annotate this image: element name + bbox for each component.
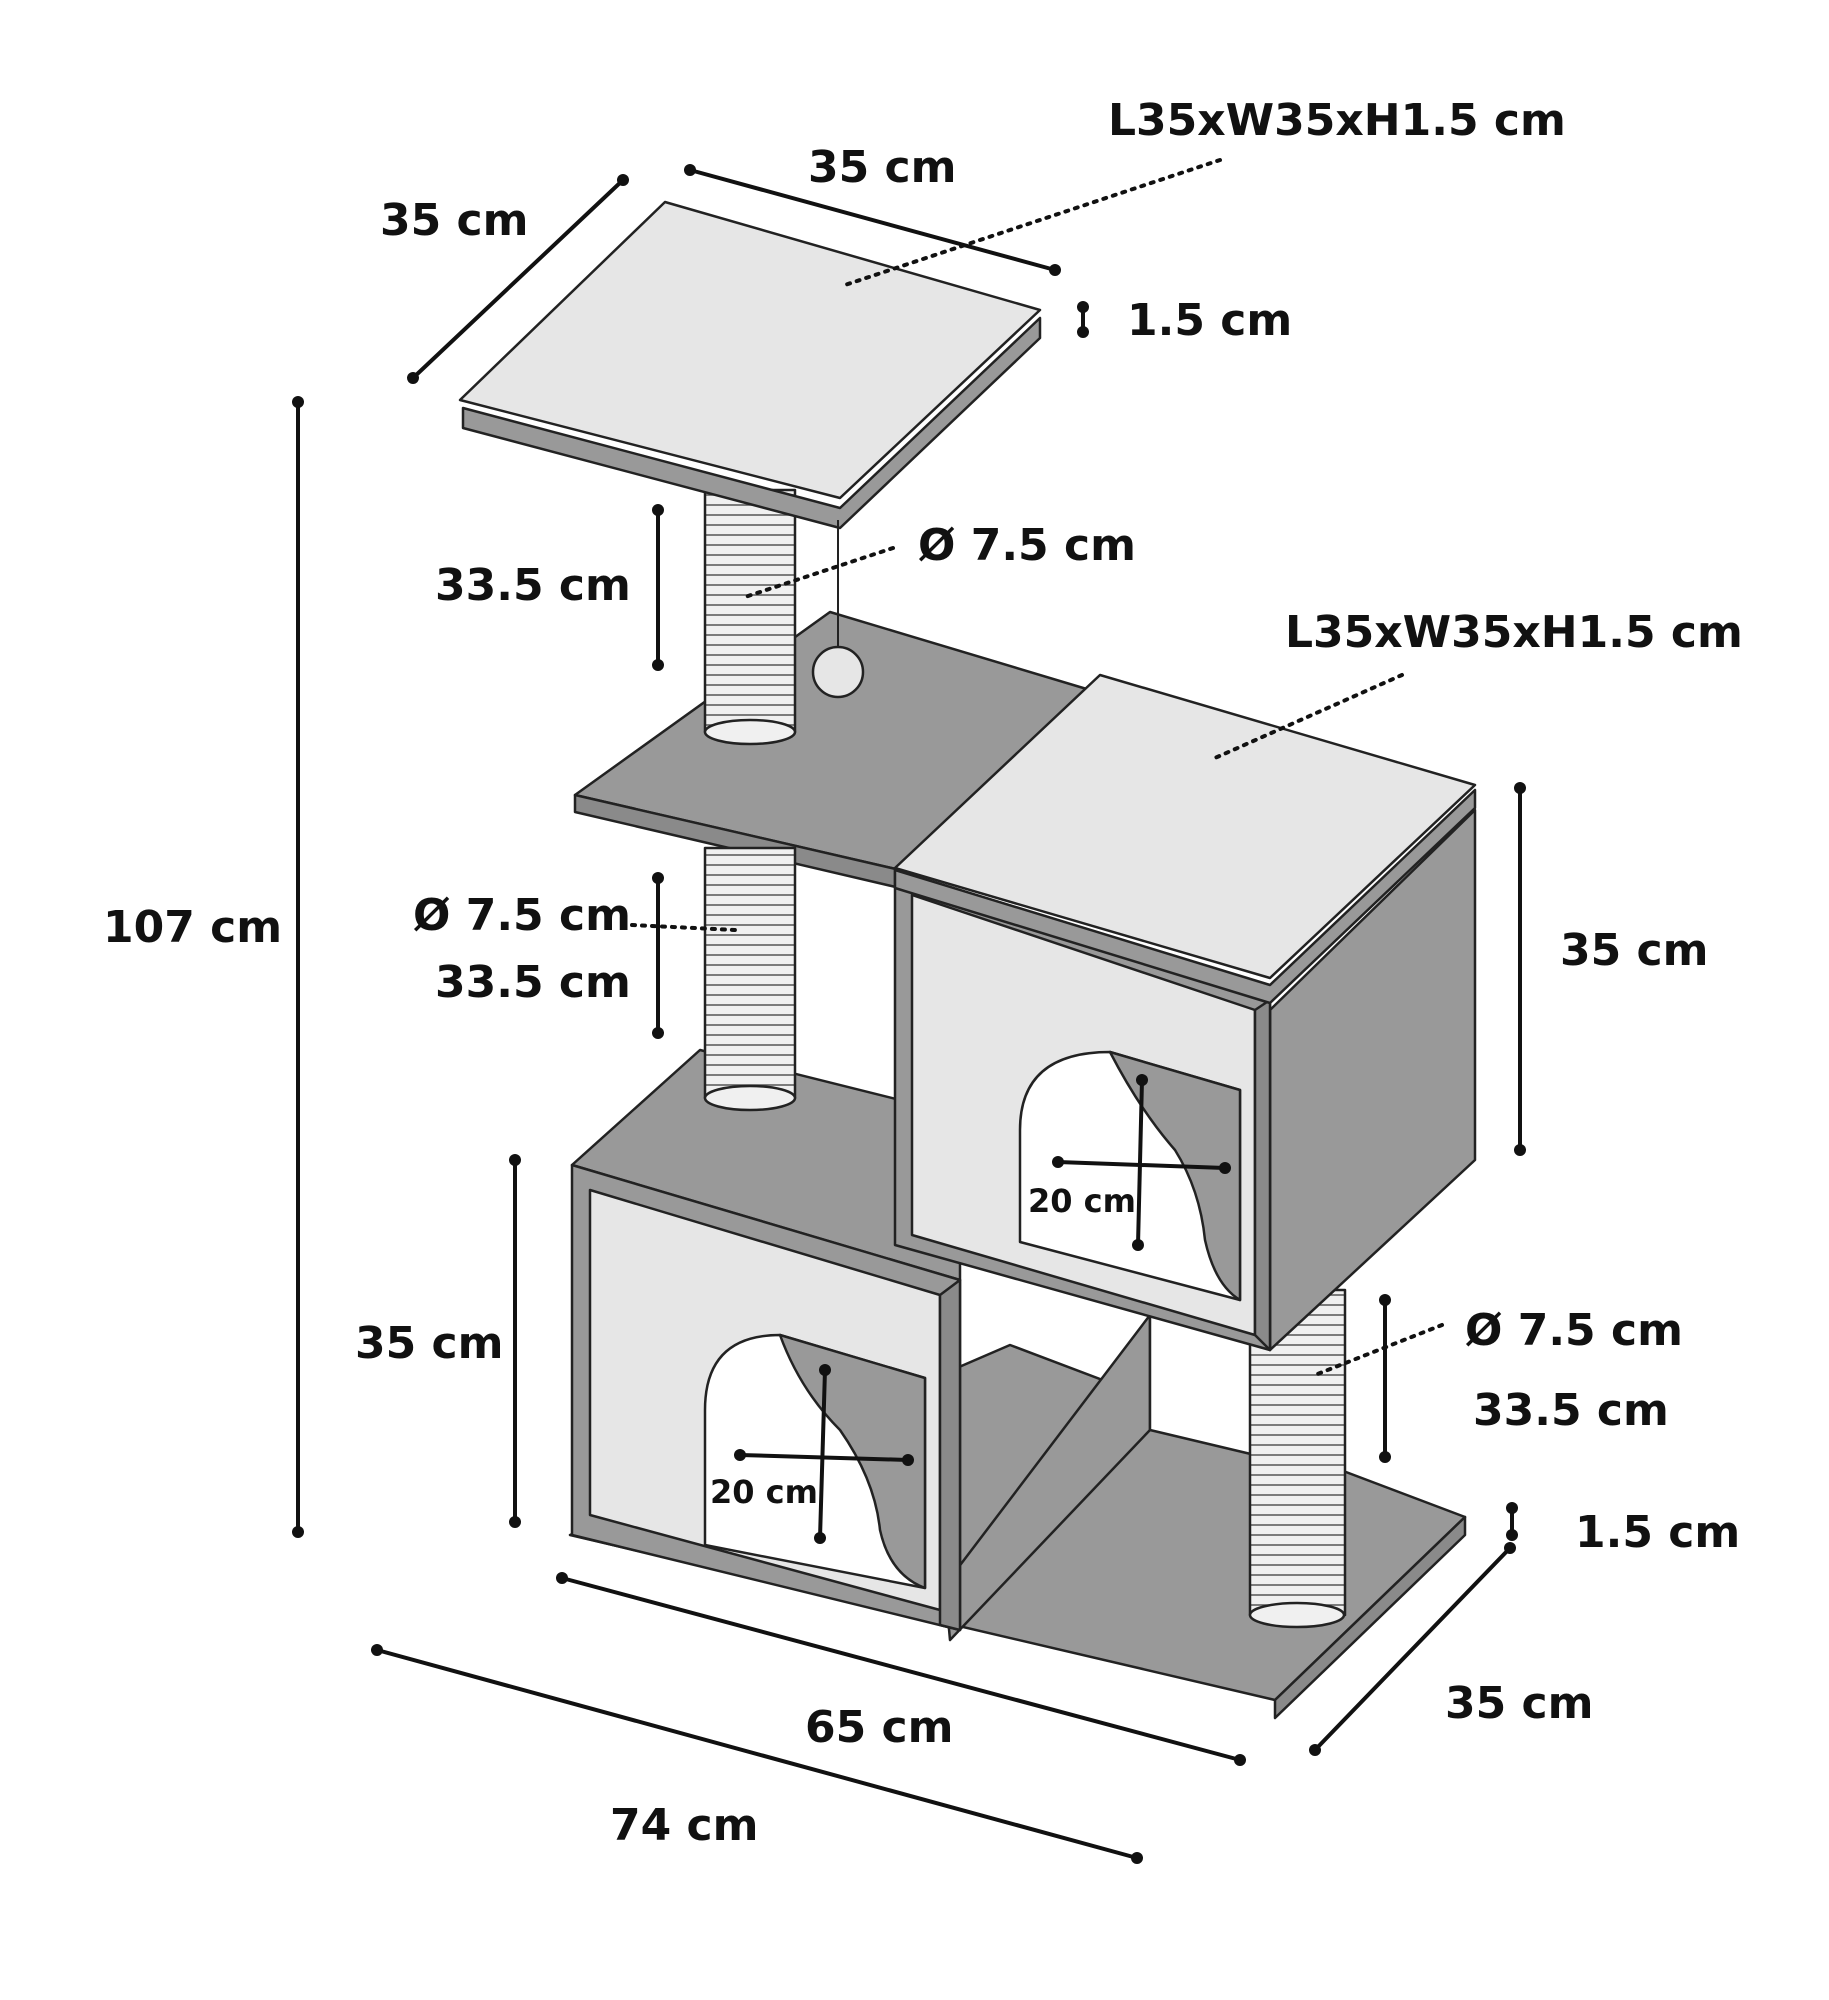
- left-box-height-label: 35 cm: [355, 1318, 503, 1369]
- dim-upper-post-height: [652, 504, 664, 671]
- hanging-toy: [811, 520, 865, 699]
- top-platform: [458, 200, 1042, 530]
- right-box-front-edge: [1253, 998, 1272, 1352]
- right-box-height-label: 35 cm: [1560, 925, 1708, 976]
- dim-top-width: [684, 164, 1061, 276]
- dim-base-thickness: [1506, 1502, 1518, 1541]
- top-platform-depth-label: 35 cm: [380, 195, 528, 246]
- leader-upper-post: [740, 546, 895, 600]
- top-platform-spec-label: L35xW35xH1.5 cm: [1108, 95, 1566, 146]
- upper-post-foot: [703, 718, 797, 746]
- total-height-label: 107 cm: [103, 902, 282, 953]
- dim-left-box-height: [509, 1154, 521, 1528]
- middle-post-body: [703, 846, 797, 1100]
- base-width-inner-label: 65 cm: [805, 1702, 953, 1753]
- middle-post-height-label: 33.5 cm: [435, 957, 631, 1008]
- leader-top-spec: [843, 158, 1222, 287]
- top-platform-cushion: [458, 200, 1042, 500]
- left-lower-box: [570, 1048, 962, 1632]
- toy-ball: [811, 645, 865, 699]
- right-upper-box: [893, 808, 1477, 1352]
- dim-base-width-total: [371, 1644, 1143, 1864]
- middle-post-foot: [703, 1084, 797, 1112]
- leader-lower-post: [1313, 1323, 1444, 1377]
- upper-post-body: [703, 488, 797, 734]
- base-width-total-label: 74 cm: [610, 1800, 758, 1851]
- left-box-side-edge: [938, 1278, 962, 1632]
- middle-post: [703, 846, 797, 1112]
- leader-right-spec: [1213, 673, 1404, 760]
- left-box-opening-label: 20 cm: [710, 1473, 818, 1511]
- right-cushion-base: [893, 788, 1477, 1005]
- right-box-opening-label: 20 cm: [1028, 1182, 1136, 1220]
- dim-right-box-height: [1514, 782, 1526, 1156]
- dim-lower-post-height: [1379, 1294, 1391, 1463]
- right-cushion-top: [893, 673, 1477, 980]
- upper-post-height-label: 33.5 cm: [435, 560, 631, 611]
- right-box-cushion: [893, 673, 1477, 1005]
- base-depth-label: 35 cm: [1445, 1678, 1593, 1729]
- dim-base-width-inner: [556, 1572, 1246, 1766]
- lower-post-diameter-label: Ø 7.5 cm: [1465, 1305, 1683, 1356]
- dim-middle-post-height: [652, 872, 664, 1039]
- dim-top-depth: [407, 174, 629, 384]
- top-platform-thickness-label: 1.5 cm: [1127, 295, 1292, 346]
- dim-right-opening: [1052, 1074, 1231, 1251]
- top-platform-width-label: 35 cm: [808, 142, 956, 193]
- left-box-opening-curtain: [778, 1333, 927, 1590]
- dim-base-depth: [1309, 1542, 1516, 1756]
- upper-post: [703, 488, 797, 746]
- lower-open-compartment: [943, 1313, 1257, 1642]
- dim-total-height: [292, 396, 304, 1538]
- dim-left-opening: [734, 1364, 914, 1544]
- right-box-top-spec-label: L35xW35xH1.5 cm: [1285, 607, 1743, 658]
- base-thickness-label: 1.5 cm: [1575, 1507, 1740, 1558]
- middle-post-diameter-label: Ø 7.5 cm: [413, 890, 631, 941]
- top-platform-base: [461, 316, 1042, 530]
- dim-top-thickness: [1077, 301, 1089, 338]
- upper-post-diameter-label: Ø 7.5 cm: [918, 520, 1136, 571]
- lower-post-height-label: 33.5 cm: [1473, 1385, 1669, 1436]
- base-board-front-edge: [1273, 1515, 1467, 1720]
- leader-middle-post: [630, 923, 737, 932]
- lower-post-foot: [1248, 1601, 1346, 1629]
